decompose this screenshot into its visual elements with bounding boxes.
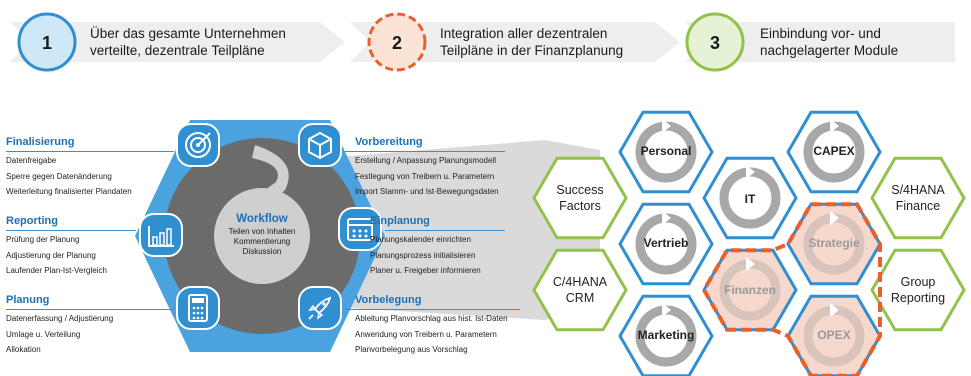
cube-icon	[298, 123, 342, 167]
hex-label-finanzen: Finanzen	[723, 283, 776, 297]
section-items: Erstellung / Anpassung Planungsmodell Fe…	[355, 156, 499, 196]
hex-success-factors	[532, 156, 628, 240]
bar-chart-icon	[139, 213, 183, 257]
step-1-circle	[17, 12, 77, 72]
workflow-lines: Teilen von Inhalten Kommentierung Diskus…	[228, 227, 296, 256]
section-items: Prüfung der Planung Adjustierung der Pla…	[6, 235, 107, 275]
hex-c4hana-crm	[532, 248, 628, 332]
step-2-banner	[350, 22, 680, 62]
workflow-arrow	[252, 145, 289, 205]
step-2-circle	[367, 12, 427, 72]
hex-label-marketing: Marketing	[637, 328, 695, 342]
hex-vertrieb-arrow	[662, 211, 671, 225]
hex-label-capex: CAPEX	[813, 144, 855, 158]
section-title: Reporting	[6, 215, 58, 227]
hex-group-reporting	[870, 248, 966, 332]
section-title: Einplanung	[370, 215, 430, 227]
integration-outline	[701, 202, 882, 376]
workflow-title: Workflow	[236, 213, 288, 225]
step-3-number: 3	[710, 33, 720, 53]
step-3-text: Einbindung vor- und nachgelagerter Modul…	[760, 26, 899, 58]
hex-strategie-arrow	[830, 211, 839, 225]
section-divider	[345, 309, 520, 310]
hex-label-group-reporting: Group Reporting	[890, 275, 946, 305]
section-items: Planungskalender einrichten Planungsproz…	[370, 235, 481, 275]
hex-it-arrow	[746, 165, 755, 179]
hex-s4hana-finance	[870, 156, 966, 240]
hex-opex-arrow	[830, 303, 839, 317]
rocket-icon	[298, 286, 342, 330]
section-title: Finalisierung	[6, 136, 75, 148]
hex-label-it: IT	[744, 192, 756, 206]
hex-label-s4hana-finance: S/4HANA Finance	[891, 183, 945, 213]
section-items: Datenerfassung / Adjustierung Umlage u. …	[6, 314, 114, 354]
calculator-icon	[176, 286, 220, 330]
step-3-circle	[685, 12, 745, 72]
hex-label-personal: Personal	[640, 144, 692, 158]
section-title: Vorbelegung	[355, 294, 422, 306]
hex-label-opex: OPEX	[817, 328, 851, 342]
section-divider	[6, 309, 174, 310]
step-2-number: 2	[392, 33, 402, 53]
step-2-text: Integration aller dezentralen Teilpläne …	[440, 26, 624, 58]
step-3-banner	[685, 22, 955, 62]
hex-label-c4hana-crm: C/4HANA CRM	[552, 275, 608, 305]
hex-label-vertrieb: Vertrieb	[643, 236, 689, 250]
calendar-icon	[338, 207, 382, 251]
section-divider	[345, 151, 505, 152]
section-items: Ableitung Planvorschlag aus hist. Ist-Da…	[355, 314, 508, 354]
hex-label-strategie: Strategie	[808, 236, 860, 250]
step-1-number: 1	[42, 33, 52, 53]
section-title: Vorbereitung	[355, 136, 423, 148]
hex-capex-arrow	[830, 119, 839, 133]
target-icon	[176, 123, 220, 167]
workflow-inner-circle	[214, 188, 310, 284]
hex-personal-arrow	[662, 119, 671, 133]
step-1-text: Über das gesamte Unternehmen verteilte, …	[90, 26, 286, 58]
section-title: Planung	[6, 294, 50, 306]
hex-label-success-factors: Success Factors	[556, 183, 604, 213]
hex-marketing-arrow	[662, 303, 671, 317]
section-divider	[385, 230, 505, 231]
section-divider	[6, 151, 174, 152]
section-items: Datenfreigabe Sperre gegen Datenänderung…	[6, 156, 132, 196]
section-divider	[6, 230, 136, 231]
step-1-banner	[10, 22, 345, 62]
hex-finanzen-arrow	[746, 257, 755, 271]
